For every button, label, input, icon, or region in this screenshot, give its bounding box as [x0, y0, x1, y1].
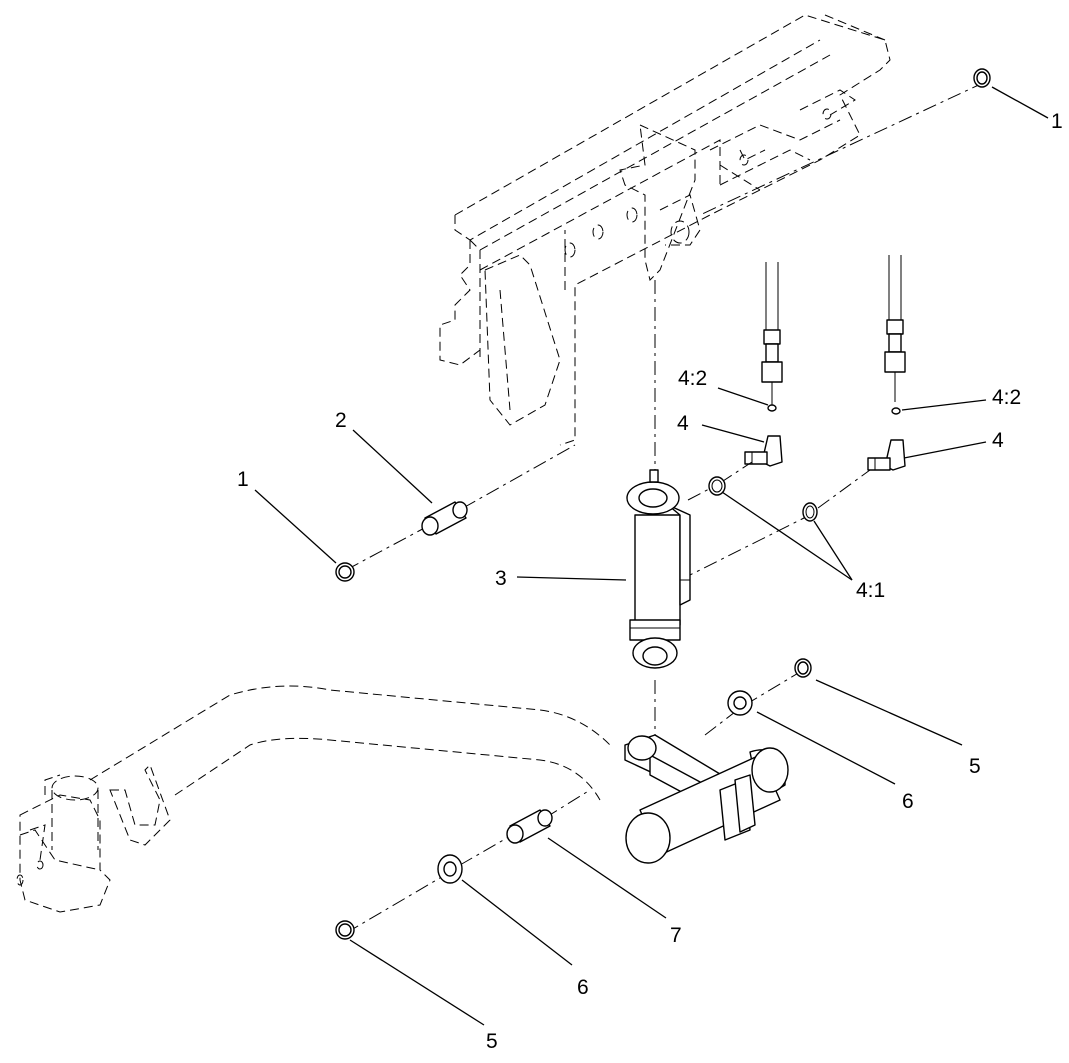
lift-arm	[16, 685, 789, 913]
o-ring-4-1-b	[802, 502, 818, 522]
callout-4-right: 4	[992, 429, 1004, 452]
callout-2: 2	[335, 409, 347, 432]
callout-5-right: 5	[969, 755, 981, 778]
callout-6-bottom: 6	[577, 976, 589, 999]
callout-4-1: 4:1	[856, 579, 885, 602]
callout-4-2-right: 4:2	[992, 386, 1021, 409]
hydraulic-cylinder	[626, 469, 691, 669]
washer-6-right	[727, 690, 753, 716]
o-ring-right	[891, 407, 901, 415]
callout-7: 7	[670, 924, 682, 947]
callout-4-left: 4	[677, 412, 689, 435]
retaining-ring-top	[973, 68, 991, 88]
callout-3: 3	[495, 567, 507, 590]
retaining-ring-left	[335, 562, 355, 582]
callout-5-bottom: 5	[486, 1030, 498, 1053]
callout-1-left: 1	[237, 468, 249, 491]
retaining-ring-5-bottom	[335, 920, 355, 940]
elbow-fitting-left	[744, 435, 783, 467]
hydraulic-hose-left	[761, 262, 783, 405]
pin-7	[506, 809, 553, 844]
frame-assembly	[439, 14, 891, 446]
washer-6-bottom	[437, 854, 463, 884]
callout-6-right: 6	[902, 790, 914, 813]
pin-2	[421, 501, 468, 536]
retaining-ring-5-right	[794, 658, 812, 678]
leader-lines	[254, 86, 1049, 1026]
hydraulic-hose-right	[884, 255, 906, 402]
callout-4-2-left: 4:2	[678, 367, 707, 390]
elbow-fitting-right	[867, 439, 906, 471]
callout-1-top: 1	[1051, 110, 1063, 133]
assembly-lines	[345, 81, 986, 934]
o-ring-left	[767, 404, 777, 412]
o-ring-4-1-a	[708, 476, 726, 496]
